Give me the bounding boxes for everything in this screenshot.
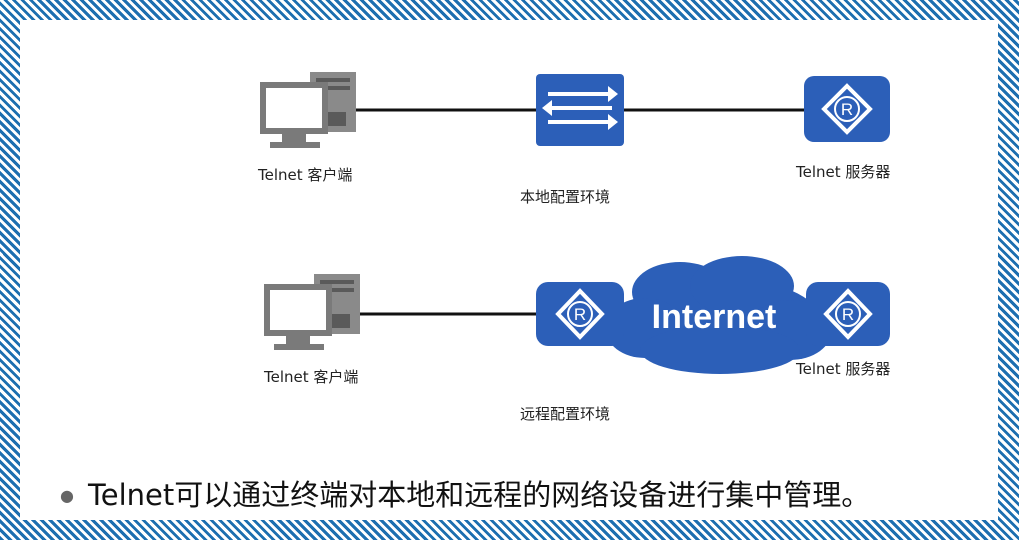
internet-label: Internet — [652, 298, 777, 336]
client-label: Telnet 客户端 — [258, 166, 353, 184]
topology-diagram: R R — [260, 72, 890, 374]
server-label: Telnet 服务器 — [796, 360, 891, 378]
router-glyph: R — [842, 305, 854, 324]
router-icon: R — [804, 76, 890, 142]
switch-icon — [536, 74, 624, 146]
bullet-text: Telnet可以通过终端对本地和远程的网络设备进行集中管理。 — [87, 478, 871, 512]
router-icon: R — [536, 282, 624, 346]
router-glyph: R — [841, 100, 853, 119]
bullet-item: ● Telnet可以通过终端对本地和远程的网络设备进行集中管理。 — [60, 472, 870, 514]
local-env-label: 本地配置环境 — [520, 188, 611, 206]
pc-icon — [260, 72, 356, 148]
remote-env-label: 远程配置环境 — [520, 405, 611, 423]
client-label: Telnet 客户端 — [264, 368, 359, 386]
router-glyph: R — [574, 305, 586, 324]
router-icon: R — [806, 282, 890, 346]
pc-icon — [264, 274, 360, 350]
server-label: Telnet 服务器 — [796, 163, 891, 181]
bullet-dot-icon: ● — [60, 486, 74, 505]
slide: R R — [20, 20, 998, 520]
